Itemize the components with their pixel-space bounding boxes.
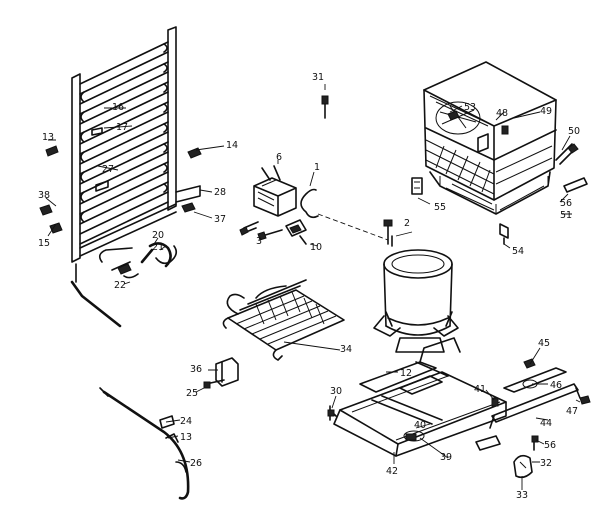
callout-13-lower: 13 (180, 432, 192, 443)
callout-13-upper: 13 (42, 132, 54, 143)
callout-30: 30 (330, 386, 342, 397)
callout-33: 33 (516, 490, 528, 501)
callout-31: 31 (312, 72, 324, 83)
callout-12: 12 (400, 368, 412, 379)
callout-44: 44 (540, 418, 552, 429)
callout-46: 46 (550, 380, 562, 391)
callout-47: 47 (566, 406, 578, 417)
callout-1: 1 (314, 162, 320, 173)
callout-49: 49 (540, 106, 552, 117)
evaporator-coil (222, 279, 345, 361)
callout-6: 6 (276, 152, 282, 163)
callout-27: 27 (102, 164, 114, 175)
callout-24: 24 (180, 416, 192, 427)
callout-45: 45 (538, 338, 550, 349)
callout-53: 53 (464, 102, 476, 113)
callout-39: 39 (440, 452, 452, 463)
callout-28: 28 (214, 187, 226, 198)
callout-26: 26 (190, 458, 202, 469)
callout-17: 17 (116, 122, 128, 133)
callout-20: 20 (152, 230, 164, 241)
callout-37: 37 (214, 214, 226, 225)
relay-assembly (239, 165, 389, 245)
callout-10: 10 (310, 242, 322, 253)
callout-42: 42 (386, 466, 398, 477)
screw-31 (321, 84, 329, 119)
callout-48: 48 (496, 108, 508, 119)
callout-2: 2 (404, 218, 410, 229)
mounting-base (327, 337, 591, 479)
callout-41: 41 (474, 384, 486, 395)
callout-labels: 16 17 27 13 38 15 14 28 37 20 21 22 6 1 … (38, 72, 580, 501)
callout-25: 25 (186, 388, 198, 399)
callout-40: 40 (414, 420, 426, 431)
callout-38: 38 (38, 190, 50, 201)
callout-51: 51 (560, 210, 572, 221)
callout-56-lower: 56 (544, 440, 556, 451)
evaporator-housing (423, 61, 557, 215)
leader-lines (45, 105, 581, 490)
callout-3: 3 (256, 236, 262, 247)
callout-54: 54 (512, 246, 524, 257)
callout-36: 36 (190, 364, 202, 375)
evaporator-side-parts (411, 143, 588, 245)
bracket-36 (203, 357, 239, 389)
callout-56-upper: 56 (560, 198, 572, 209)
callout-14: 14 (226, 140, 238, 151)
power-cord (99, 387, 190, 500)
callout-32: 32 (540, 458, 552, 469)
callout-15: 15 (38, 238, 50, 249)
callout-16: 16 (112, 102, 124, 113)
condenser-coil (39, 26, 202, 328)
callout-50: 50 (568, 126, 580, 137)
compressor (373, 219, 459, 353)
callout-21: 21 (152, 242, 164, 253)
callout-34: 34 (340, 344, 352, 355)
callout-55: 55 (434, 202, 446, 213)
callout-22: 22 (114, 280, 126, 291)
